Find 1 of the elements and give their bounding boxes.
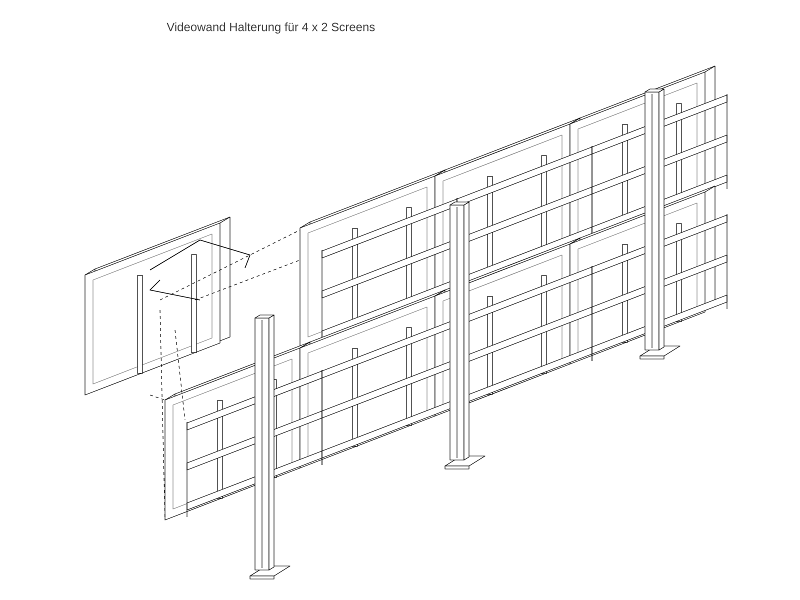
title: Videowand Halterung für 4 x 2 Screens — [166, 22, 375, 34]
